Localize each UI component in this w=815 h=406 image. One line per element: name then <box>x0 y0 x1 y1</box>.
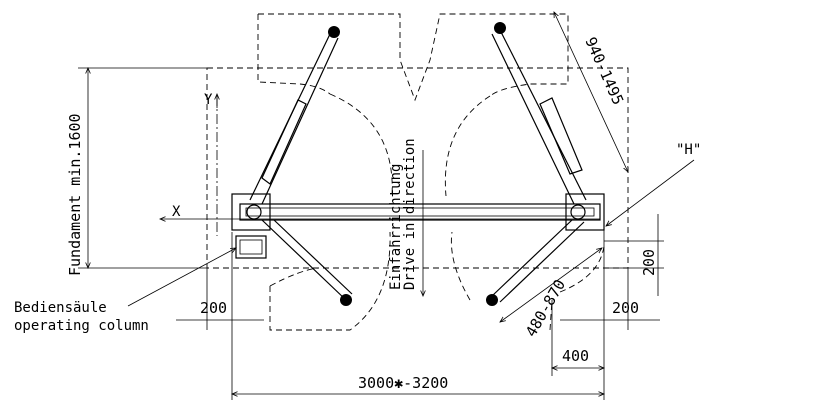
arm-lower-left <box>261 219 347 301</box>
pad-lower-left <box>340 294 352 306</box>
swing-area-top <box>257 13 569 102</box>
total-width-label: 3000✱-3200 <box>358 374 448 392</box>
operating-column-box <box>235 235 267 259</box>
swing-arc-right <box>444 95 491 197</box>
vertical-offset-label: 200 <box>640 249 658 276</box>
arm-long-dim-line <box>554 12 628 172</box>
arm-pad-upper-right <box>539 97 583 175</box>
drive-in-label-en: Drive in direction <box>402 138 418 290</box>
pad-upper-left <box>328 26 340 38</box>
arm-upper-right-2 <box>491 33 575 205</box>
pad-lower-right <box>486 294 498 306</box>
x-axis-label: X <box>172 204 181 220</box>
arm-upper-right <box>499 29 587 201</box>
left-offset-label: 200 <box>200 299 227 317</box>
swing-arc-inner <box>269 245 605 293</box>
overhead-beam-inner <box>245 207 595 217</box>
column-depth-label: 400 <box>562 347 589 365</box>
swing-arc-left-low <box>269 231 391 331</box>
operating-column-label-de: Bediensäule <box>14 300 107 316</box>
foundation-label: Fundament min.1600 <box>66 113 84 276</box>
point-h-leader <box>606 159 695 226</box>
left-post-base <box>231 193 271 231</box>
operating-column-leader <box>127 248 236 307</box>
right-offset-label: 200 <box>612 299 639 317</box>
pad-upper-right <box>494 22 506 34</box>
operating-column-label-en: operating column <box>14 318 149 334</box>
arm-upper-left-2 <box>261 37 339 205</box>
drive-in-label-de: Einfahrrichtung <box>388 164 404 290</box>
arm-lower-right-2 <box>499 221 585 303</box>
right-pivot <box>570 204 586 220</box>
arm-pad-upper-left <box>261 99 307 185</box>
y-axis-label: Y <box>204 92 213 108</box>
left-pivot <box>246 204 262 220</box>
operating-column-inner <box>239 239 263 255</box>
arm-short-dim-line <box>500 248 602 322</box>
point-h-label: "H" <box>676 142 701 158</box>
arm-lower-left-2 <box>273 219 353 295</box>
arm-short-label: 480-870 <box>522 276 569 340</box>
arm-long-label: 940-1495 <box>581 34 627 107</box>
swing-arc-left <box>329 93 393 197</box>
right-post-base <box>565 193 605 231</box>
overhead-beam <box>239 203 601 221</box>
